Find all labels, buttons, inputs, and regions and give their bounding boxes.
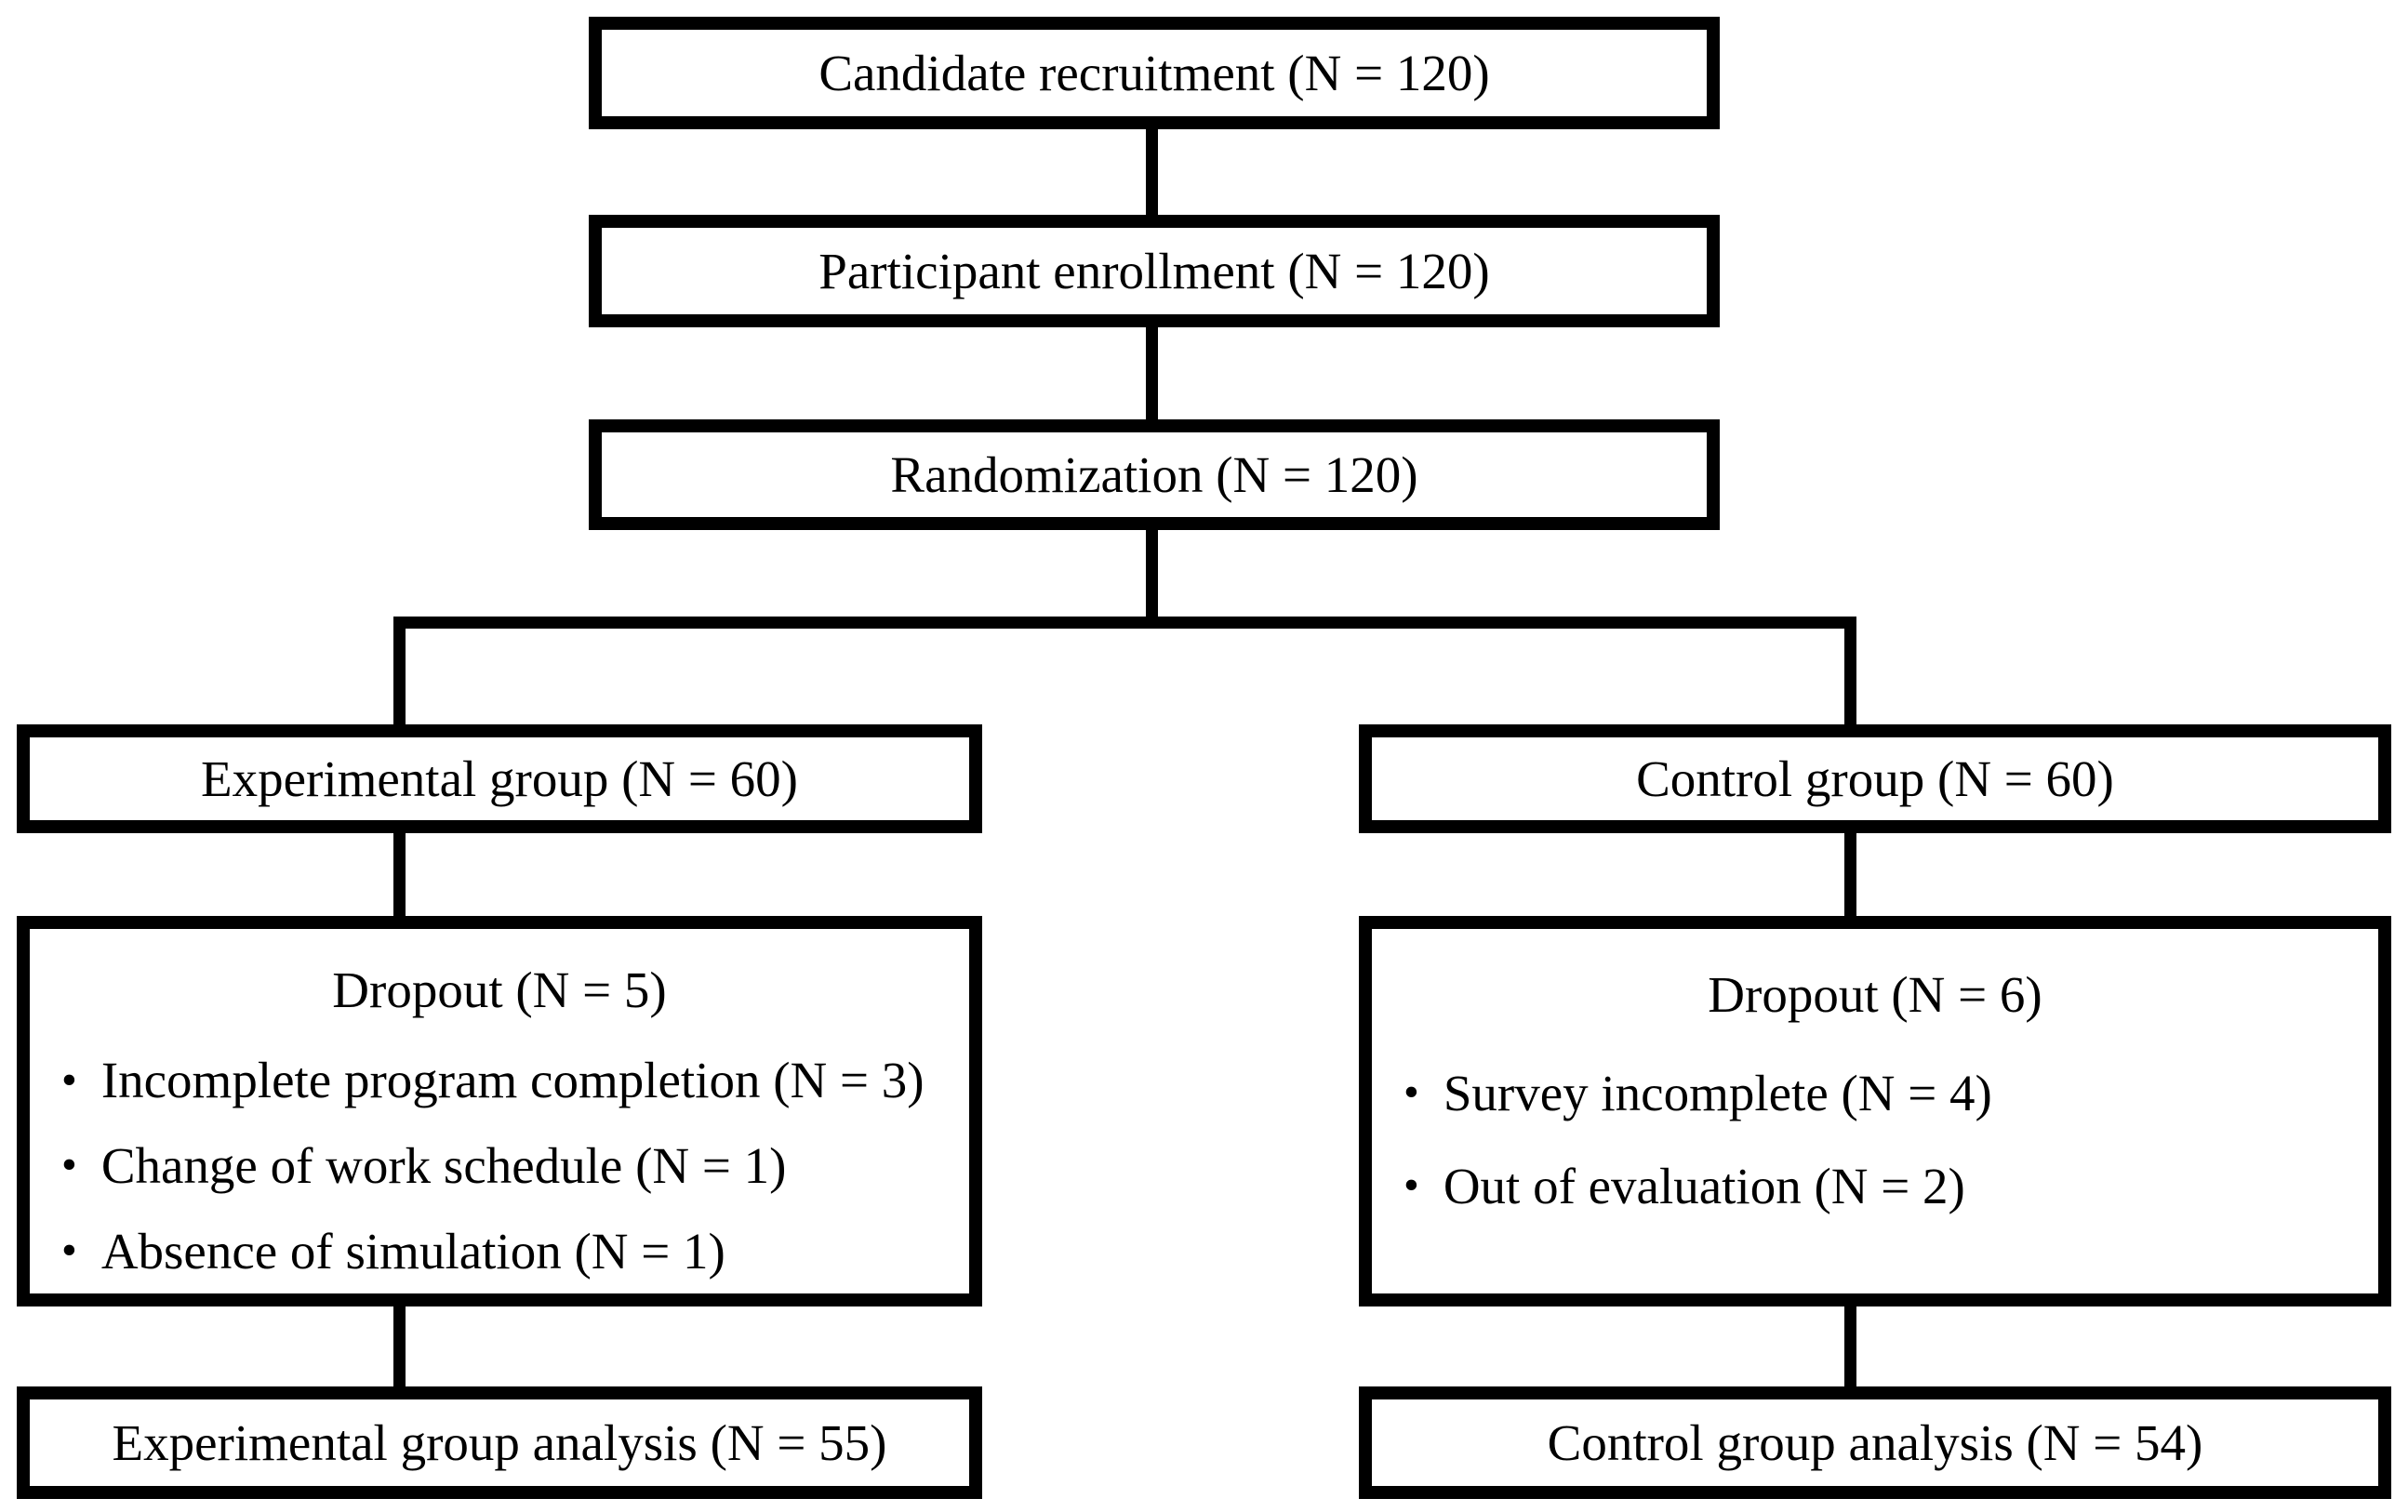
control-group-analysis-label: Control group analysis (N = 54) xyxy=(1547,1414,2203,1471)
connector-dropout-control-analysis xyxy=(1844,1306,1856,1386)
bullet-icon: • xyxy=(1404,1068,1419,1117)
experimental-group-label: Experimental group (N = 60) xyxy=(201,750,798,807)
box-candidate-recruitment: Candidate recruitment (N = 120) xyxy=(589,17,1720,129)
control-dropout-title: Dropout (N = 6) xyxy=(1708,965,2042,1023)
experimental-group-analysis-label: Experimental group analysis (N = 55) xyxy=(112,1414,887,1471)
dropout-reason-label: Change of work schedule (N = 1) xyxy=(100,1136,787,1194)
connector-recruitment-enrollment xyxy=(1146,129,1158,215)
bullet-icon: • xyxy=(61,1226,77,1276)
box-participant-enrollment: Participant enrollment (N = 120) xyxy=(589,215,1720,327)
box-randomization: Randomization (N = 120) xyxy=(589,419,1720,530)
list-item: • Absence of simulation (N = 1) xyxy=(56,1208,943,1293)
branch-line xyxy=(393,617,1856,629)
dropout-reason-label: Incomplete program completion (N = 3) xyxy=(100,1052,925,1109)
connector-dropout-experimental-analysis xyxy=(393,1306,406,1386)
participant-enrollment-label: Participant enrollment (N = 120) xyxy=(818,243,1490,299)
connector-randomization-branch xyxy=(1146,530,1158,623)
box-experimental-group: Experimental group (N = 60) xyxy=(17,724,982,833)
list-item: • Survey incomplete (N = 4) xyxy=(1398,1046,2352,1139)
connector-enrollment-randomization xyxy=(1146,327,1158,419)
list-item: • Out of evaluation (N = 2) xyxy=(1398,1139,2352,1232)
experimental-dropout-title: Dropout (N = 5) xyxy=(332,961,667,1018)
box-control-dropout: Dropout (N = 6) • Survey incomplete (N =… xyxy=(1359,916,2391,1306)
list-item: • Incomplete program completion (N = 3) xyxy=(56,1038,943,1123)
connector-control-dropout xyxy=(1844,833,1856,916)
dropout-reason-label: Out of evaluation (N = 2) xyxy=(1443,1157,1965,1214)
box-control-group: Control group (N = 60) xyxy=(1359,724,2391,833)
bullet-icon: • xyxy=(61,1054,77,1105)
connector-branch-experimental xyxy=(393,617,406,724)
dropout-reason-label: Absence of simulation (N = 1) xyxy=(100,1222,725,1280)
dropout-reason-label: Survey incomplete (N = 4) xyxy=(1443,1064,1992,1121)
box-control-group-analysis: Control group analysis (N = 54) xyxy=(1359,1386,2391,1499)
bullet-icon: • xyxy=(61,1140,77,1190)
box-experimental-dropout: Dropout (N = 5) • Incomplete program com… xyxy=(17,916,982,1306)
box-experimental-group-analysis: Experimental group analysis (N = 55) xyxy=(17,1386,982,1499)
randomization-label: Randomization (N = 120) xyxy=(890,446,1418,503)
connector-branch-control xyxy=(1844,617,1856,724)
connector-experimental-dropout xyxy=(393,833,406,916)
candidate-recruitment-label: Candidate recruitment (N = 120) xyxy=(818,45,1490,101)
list-item: • Change of work schedule (N = 1) xyxy=(56,1123,943,1209)
control-group-label: Control group (N = 60) xyxy=(1636,750,2114,807)
bullet-icon: • xyxy=(1404,1161,1419,1210)
